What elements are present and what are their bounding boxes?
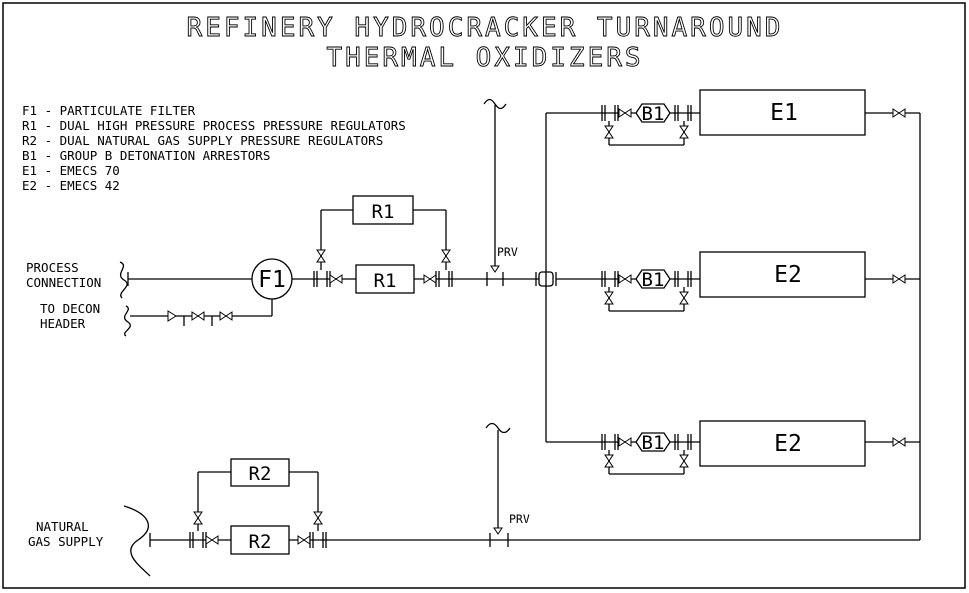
r1-main-label: R1 [374,270,397,292]
branch-e2-bottom: B1 E2 [601,420,920,475]
e2-bottom-label: E2 [774,431,802,457]
legend-item-e2: E2 - EMECS 42 [22,178,120,193]
b1-arrestor-2-label: B1 [642,269,665,291]
gas-prv-vent-symbol [485,422,511,434]
decon-header-label-1: TO DECON [40,301,100,316]
e2-middle-label: E2 [774,262,802,288]
natural-gas-line: R2 R2 PRV [123,422,920,577]
process-prv-label: PRV [497,245,518,259]
legend-item-e1: E1 - EMECS 70 [22,163,120,178]
b1-arrestor-1-label: B1 [642,103,665,125]
branch-e2-middle: B1 E2 [601,251,920,312]
decon-header-label-2: HEADER [40,316,86,331]
e1-label: E1 [770,100,798,126]
natural-gas-label-2: GAS SUPPLY [28,534,104,549]
e1-oxidizer [699,89,866,136]
process-prv-vent-symbol [483,98,507,110]
branch-e1: B1 E1 [601,89,920,146]
b1-arrestor-3 [635,432,671,452]
natural-gas-label-1: NATURAL [36,519,89,534]
legend-item-r1: R1 - DUAL HIGH PRESSURE PROCESS PRESSURE… [22,118,406,133]
process-line: F1 R1 R1 PRV [119,98,557,300]
legend-item-f1: F1 - PARTICULATE FILTER [22,103,196,118]
f1-label: F1 [258,267,286,293]
gas-break-symbol [123,505,151,577]
b1-arrestor-2 [635,269,671,289]
r1-regulator-bypass [352,195,414,225]
e2-oxidizer-bottom [699,420,866,467]
r2-regulator-main [230,525,290,555]
b1-arrestor-1 [635,103,671,123]
diagram-title-line2: THERMAL OXIDIZERS [326,43,643,73]
decon-header-line [123,299,273,337]
process-connection-label-1: PROCESS [26,260,79,275]
decon-break-symbol [123,305,131,337]
gas-prv-label: PRV [509,512,530,526]
legend-item-b1: B1 - GROUP B DETONATION ARRESTORS [22,148,270,163]
r2-regulator-bypass [230,458,290,487]
e2-oxidizer-middle [699,251,866,298]
r1-bypass-label: R1 [372,201,395,223]
legend: F1 - PARTICULATE FILTER R1 - DUAL HIGH P… [22,103,406,193]
legend-item-r2: R2 - DUAL NATURAL GAS SUPPLY PRESSURE RE… [22,133,383,148]
r2-main-label: R2 [249,531,272,553]
process-connection-label-2: CONNECTION [26,275,101,290]
process-break-symbol [119,261,128,299]
b1-arrestor-3-label: B1 [642,432,665,454]
r2-bypass-label: R2 [249,463,272,485]
diagram-title-line1: REFINERY HYDROCRACKER TURNAROUND [187,13,784,43]
